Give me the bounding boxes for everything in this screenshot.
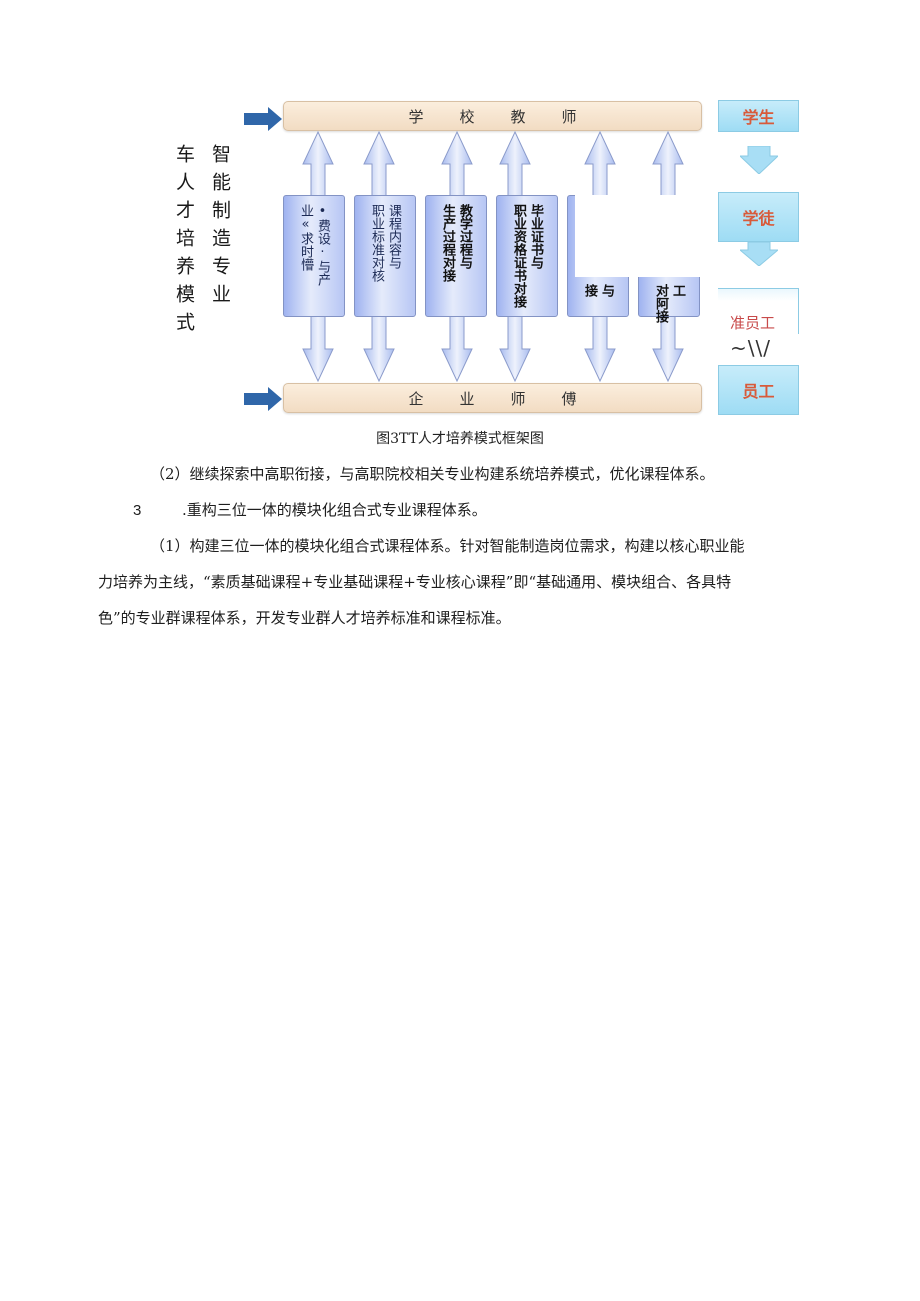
panel-graduation-certificate: 毕业证书与 职业资格证书对接: [496, 195, 558, 317]
paragraph-2: （2）继续探索中高职衔接，与高职院校相关专业构建系统培养模式，优化课程体系。: [150, 465, 715, 483]
apprentice-box: 学徒: [718, 192, 799, 242]
scribble-mark: ~\\/: [730, 336, 771, 360]
diagram-title-column-2: 智能制造专业: [209, 144, 231, 312]
student-box: 学生: [718, 100, 799, 132]
redaction-patch: [716, 132, 806, 146]
down-arrow-icon: [740, 146, 778, 174]
arrow-right-icon: [244, 387, 282, 411]
redaction-patch: [575, 195, 705, 277]
panel-text: 工 对阿接: [653, 284, 685, 323]
quasi-staff-frame: [718, 288, 799, 334]
down-arrow-icon: [740, 242, 778, 266]
paragraph-3-line-3: 色”的专业群课程体系，开发专业群人才培养标准和课程标准。: [98, 609, 511, 627]
panel-teaching-process: 教学过程与 生产过程对接: [425, 195, 487, 317]
panel-text: 与 接: [582, 284, 614, 297]
panel-text: 毕业证书与 职业资格证书对接: [511, 204, 543, 308]
panel-course-content: 课程内容与 职业标准对核: [354, 195, 416, 317]
section-heading: .重构三位一体的模块化组合式专业课程体系。: [182, 501, 487, 519]
panel-text: •费设·与产 业«求时懵: [298, 204, 330, 286]
panel-professional-setting: •费设·与产 业«求时懵: [283, 195, 345, 317]
diagram-title-column-1: 车人才培养模式: [173, 144, 195, 340]
section-number: 3: [133, 502, 142, 519]
figure-caption: 图3TT人才培养模式框架图: [376, 431, 544, 447]
paragraph-3-line-1: （1）构建三位一体的模块化组合式课程体系。针对智能制造岗位需求，构建以核心职业能: [150, 537, 745, 555]
school-teacher-bar: 学校教师: [283, 101, 702, 131]
panel-text: 教学过程与 生产过程对接: [440, 204, 472, 282]
panel-text: 课程内容与 职业标准对核: [369, 204, 401, 282]
enterprise-master-bar: 企业师傅: [283, 383, 702, 413]
paragraph-3-line-2: 力培养为主线，“素质基础课程+专业基础课程+专业核心课程”即“基础通用、模块组合…: [98, 573, 732, 591]
staff-box: 员工: [718, 365, 799, 415]
arrow-right-icon: [244, 107, 282, 131]
quasi-staff-label: 准员工: [730, 315, 776, 332]
